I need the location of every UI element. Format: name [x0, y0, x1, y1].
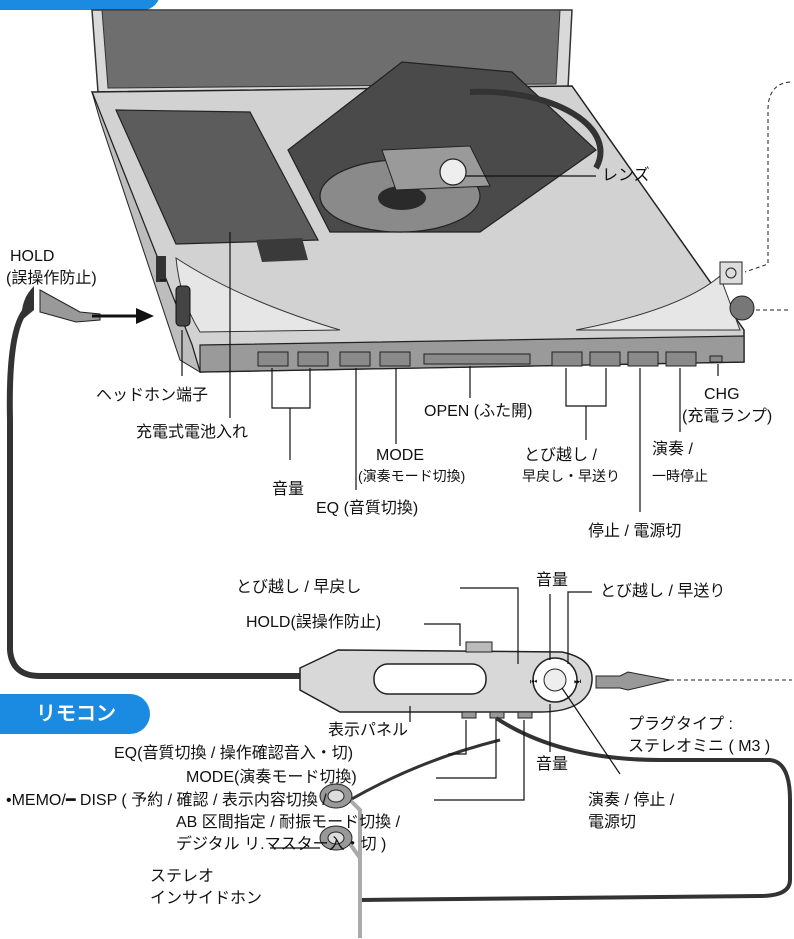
headphone-plug: [21, 286, 101, 323]
remote-cable: [6, 307, 300, 679]
label-remote-hold: HOLD(誤操作防止): [246, 614, 382, 631]
label-remote-skip-back: とび越し / 早戻し: [236, 579, 362, 596]
player-body: [90, 61, 745, 374]
label-hold-main-note: (誤操作防止): [6, 270, 97, 287]
svg-text:⏮: ⏮: [530, 677, 537, 686]
label-earphones-2: インサイドホン: [150, 890, 263, 907]
label-remote-memo-3: デジタル リ.マスター入・切 ): [176, 836, 387, 853]
label-play-main: 演奏 /: [652, 441, 693, 458]
remote-plug: [595, 671, 671, 691]
lens-icon: [439, 158, 467, 186]
label-remote-skip-fwd: とび越し / 早送り: [600, 583, 726, 600]
label-battery: 充電式電池入れ: [136, 424, 249, 441]
label-stop-main: 停止 / 電源切: [588, 523, 682, 540]
battery-compartment: [115, 109, 319, 245]
headphone-jack-socket: [175, 285, 191, 327]
label-skip-main: とび越し /: [524, 447, 597, 464]
label-skip-main-note: 早戻し・早送り: [522, 468, 620, 484]
svg-text:⏭: ⏭: [574, 677, 581, 686]
label-plug-type-value: ステレオミニ ( M3 ): [628, 738, 771, 755]
top-section-tab: [0, 0, 160, 10]
label-hold-main: HOLD: [10, 248, 55, 265]
label-mode-main-note: (演奏モード切換): [358, 468, 466, 484]
label-remote-play: 演奏 / 停止 /: [588, 792, 675, 809]
label-remote-mode: MODE(演奏モード切換): [186, 769, 357, 786]
label-mode-main: MODE: [376, 447, 424, 464]
remote-display-panel: [373, 663, 487, 695]
label-chg: CHG: [704, 386, 740, 403]
label-open: OPEN (ふた開): [424, 403, 533, 420]
label-headphone-jack: ヘッドホン端子: [96, 387, 209, 404]
label-lens: レンズ: [602, 167, 650, 184]
label-remote-memo-2: AB 区間指定 / 耐振モード切換 /: [176, 814, 401, 831]
label-remote-play-note: 電源切: [588, 814, 637, 831]
section-tab-remocon: リモコン: [0, 694, 150, 734]
callout-lines: [160, 175, 719, 849]
label-remote-memo: •MEMO/━ DISP ( 予約 / 確認 / 表示内容切換 /: [6, 792, 327, 809]
label-remote-eq: EQ(音質切換 / 操作確認音入・切): [114, 745, 354, 762]
label-earphones: ステレオ: [150, 868, 215, 885]
label-chg-note: (充電ランプ): [682, 408, 773, 425]
label-remote-display: 表示パネル: [328, 722, 409, 739]
remote-control: ⏮ ⏭: [299, 641, 792, 719]
label-play-main-note: 一時停止: [652, 468, 708, 484]
label-remote-volume-down: 音量: [536, 756, 569, 773]
label-remote-volume-up: 音量: [536, 572, 569, 589]
label-volume-main: 音量: [272, 481, 305, 498]
label-eq-main: EQ (音質切換): [316, 500, 419, 517]
earphone-icon: [319, 783, 353, 851]
label-plug-type: プラグタイプ :: [628, 716, 733, 733]
remote-connector-parts: [719, 81, 791, 321]
